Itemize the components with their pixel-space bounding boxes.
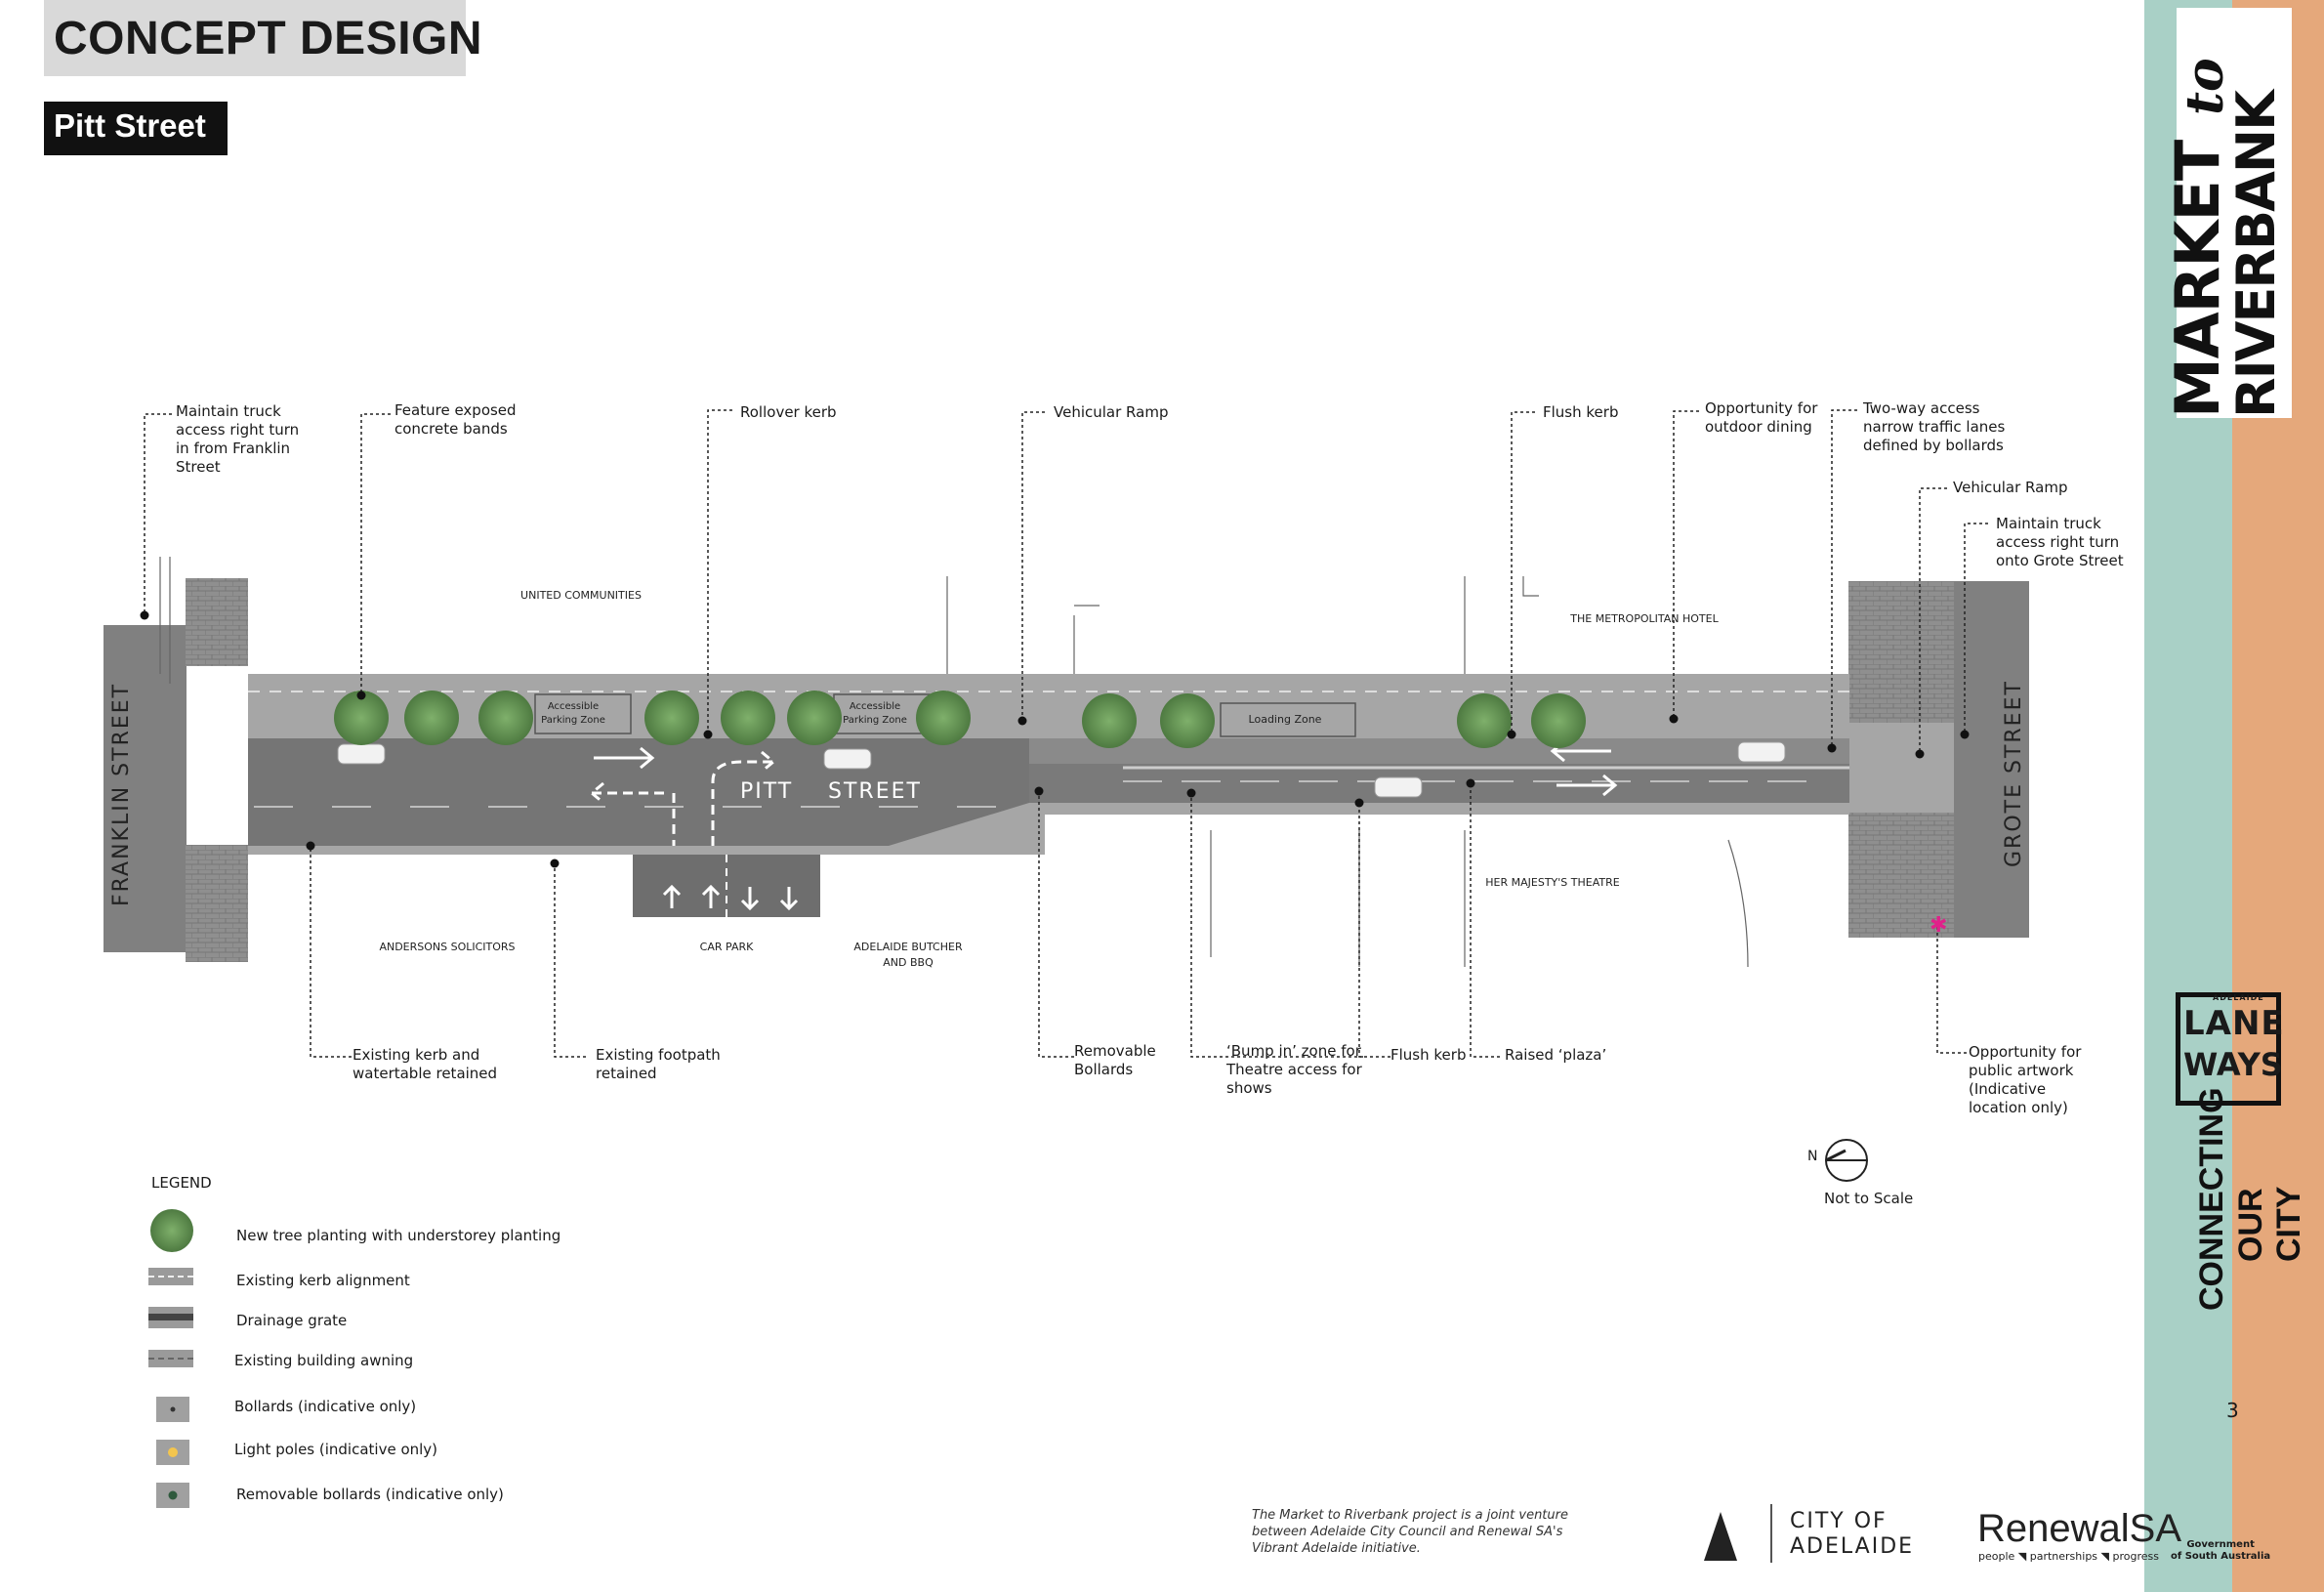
accessible-zone-1: Accessible Parking Zone bbox=[541, 701, 605, 726]
callout-truck-grote: Maintain truck access right turn onto Gr… bbox=[1996, 515, 2124, 569]
laneways-ways: WAYS bbox=[2183, 1046, 2283, 1083]
callout-raised-plaza: Raised ‘plaza’ bbox=[1505, 1046, 1607, 1064]
legend-item-awning: Existing building awning bbox=[234, 1352, 414, 1369]
building-her-majestys: HER MAJESTY'S THEATRE bbox=[1485, 876, 1620, 889]
callout-existing-footpath: Existing footpath retained bbox=[596, 1046, 721, 1082]
connecting-line-1: CONNECTING bbox=[2193, 1087, 2230, 1311]
brand-riverbank: RIVERBANK bbox=[2225, 92, 2287, 418]
renewal-sa-tagline: people ◥ partnerships ◥ progress bbox=[1978, 1550, 2159, 1563]
laneways-adelaide: ADELAIDE bbox=[2213, 993, 2264, 1002]
cars bbox=[337, 741, 1786, 798]
legend-item-bollards: Bollards (indicative only) bbox=[234, 1398, 417, 1415]
street-label: STREET bbox=[828, 779, 922, 804]
footer-note: The Market to Riverbank project is a joi… bbox=[1252, 1508, 1568, 1556]
page-title: CONCEPT DESIGN bbox=[54, 13, 483, 64]
callout-concrete-bands: Feature exposed concrete bands bbox=[394, 401, 517, 438]
laneways-logo bbox=[2176, 992, 2281, 1106]
government-sa-logo: Government of South Australia bbox=[2171, 1539, 2271, 1562]
market-to-riverbank-logo bbox=[2177, 8, 2292, 418]
loading-zone-box bbox=[1220, 702, 1356, 737]
building-united: UNITED COMMUNITIES bbox=[520, 589, 642, 602]
legend-item-kerb: Existing kerb alignment bbox=[236, 1272, 410, 1289]
callout-bump-in: ‘Bump in’ zone for Theatre access for sh… bbox=[1226, 1042, 1362, 1097]
callout-flush-kerb-1: Flush kerb bbox=[1543, 403, 1619, 421]
callout-outdoor-dining: Opportunity for outdoor dining bbox=[1705, 399, 1818, 436]
grote-street-road bbox=[1953, 581, 2029, 938]
renewal-sa-logo: RenewalSA bbox=[1977, 1507, 2182, 1550]
subtitle-banner bbox=[44, 102, 228, 155]
grote-street-label: GROTE STREET bbox=[2002, 680, 2026, 867]
callout-leaders bbox=[144, 409, 1988, 1058]
callout-truck-franklin: Maintain truck access right turn in from… bbox=[176, 402, 300, 476]
callout-flush-kerb-2: Flush kerb bbox=[1390, 1046, 1467, 1064]
tree-planting bbox=[334, 691, 1586, 748]
callout-vehicular-ramp-2: Vehicular Ramp bbox=[1953, 479, 2068, 496]
callout-existing-kerb: Existing kerb and watertable retained bbox=[353, 1046, 498, 1082]
city-of-adelaide-logo: CITY OF ADELAIDE bbox=[1790, 1509, 1915, 1559]
franklin-street-road bbox=[104, 625, 187, 952]
legend-title: LEGEND bbox=[151, 1174, 212, 1192]
laneways-lane: LANE bbox=[2183, 1004, 2285, 1043]
franklin-street-paving-top bbox=[186, 578, 248, 666]
building-metropolitan: THE METROPOLITAN HOTEL bbox=[1570, 612, 1719, 625]
page-number: 3 bbox=[2226, 1399, 2239, 1422]
pitt-label: PITT bbox=[740, 779, 794, 804]
scale-note: Not to Scale bbox=[1824, 1190, 1914, 1207]
building-butcher: ADELAIDE BUTCHER AND BBQ bbox=[853, 941, 963, 969]
callout-dots bbox=[140, 610, 1970, 868]
callout-removable-bollards: Removable Bollards bbox=[1074, 1042, 1156, 1078]
brand-market: MARKET bbox=[2162, 140, 2233, 418]
building-andersons: ANDERSONS SOLICITORS bbox=[379, 941, 516, 953]
legend-symbols bbox=[148, 1209, 193, 1508]
raised-plaza bbox=[1029, 738, 1849, 764]
brand-to: to bbox=[2176, 58, 2235, 115]
franklin-street-paving-bottom bbox=[186, 845, 248, 962]
legend-item-tree: New tree planting with understorey plant… bbox=[236, 1227, 561, 1244]
traffic-arrows bbox=[589, 739, 1618, 911]
loading-zone: Loading Zone bbox=[1248, 713, 1322, 726]
accessible-zone-1-box bbox=[534, 693, 632, 734]
south-footpath bbox=[248, 803, 1849, 855]
page-subtitle: Pitt Street bbox=[54, 107, 206, 144]
callout-public-artwork: Opportunity for public artwork (Indicati… bbox=[1969, 1043, 2082, 1116]
building-car-park: CAR PARK bbox=[699, 941, 754, 953]
grote-paving-gap bbox=[1848, 723, 1954, 813]
title-banner bbox=[44, 0, 466, 76]
franklin-street-label: FRANKLIN STREET bbox=[109, 682, 134, 906]
artwork-marker: ✱ bbox=[1930, 913, 1947, 938]
callout-two-way: Two-way access narrow traffic lanes defi… bbox=[1863, 399, 2006, 454]
callout-vehicular-ramp-1: Vehicular Ramp bbox=[1054, 403, 1169, 421]
north-letter: N bbox=[1807, 1149, 1818, 1164]
callout-rollover-kerb: Rollover kerb bbox=[740, 403, 837, 421]
accessible-zone-2: Accessible Parking Zone bbox=[843, 701, 907, 726]
legend-item-light-poles: Light poles (indicative only) bbox=[234, 1441, 438, 1458]
connecting-line-2: OUR CITY bbox=[2232, 1186, 2307, 1262]
legend-item-removable-bollards: Removable bollards (indicative only) bbox=[236, 1486, 504, 1503]
city-of-adelaide-logo-icon bbox=[1704, 1512, 1737, 1561]
legend-item-drainage: Drainage grate bbox=[236, 1312, 348, 1329]
